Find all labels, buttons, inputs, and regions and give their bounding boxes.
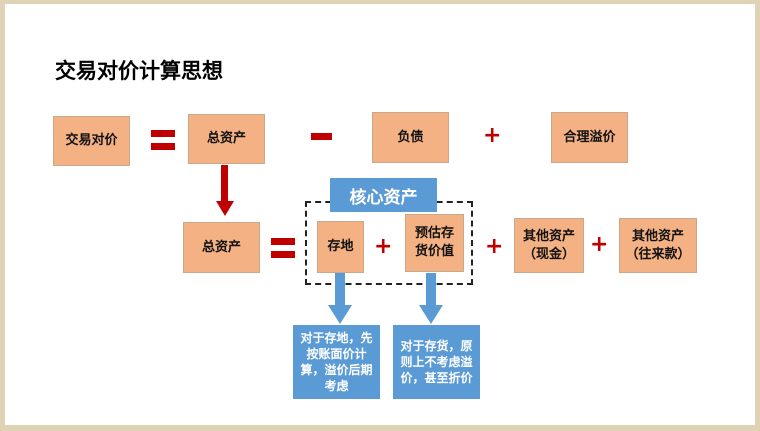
box-other-assets-receivables: 其他资产（往来款） [619,218,697,273]
box-total-assets: 总资产 [188,114,265,164]
equals-sign [151,130,175,156]
down-arrow-icon [216,165,234,216]
box-transaction-price: 交易对价 [53,116,130,166]
box-reasonable-premium: 合理溢价 [551,112,628,163]
plus-sign: + [374,234,393,259]
slide-title: 交易对价计算思想 [55,59,223,83]
note-inventory: 对于存货，原则上不考虑溢价，甚至折价 [393,325,480,399]
core-assets-label: 核心资产 [330,178,437,212]
plus-sign: + [485,234,504,259]
minus-sign [311,133,332,140]
box-land: 存地 [317,221,364,273]
box-inventory-value: 预估存货价值 [405,214,464,272]
equals-sign [271,238,295,264]
box-liabilities: 负债 [372,112,449,163]
slide [5,4,755,425]
box-total-assets-2: 总资产 [183,222,260,273]
down-arrow-icon [328,273,352,324]
note-land: 对于存地，先按账面价计算，溢价后期考虑 [293,325,380,399]
box-other-assets-cash: 其他资产（现金） [514,218,584,273]
plus-sign: + [483,123,502,148]
down-arrow-icon [419,273,443,324]
plus-sign: + [590,232,609,257]
